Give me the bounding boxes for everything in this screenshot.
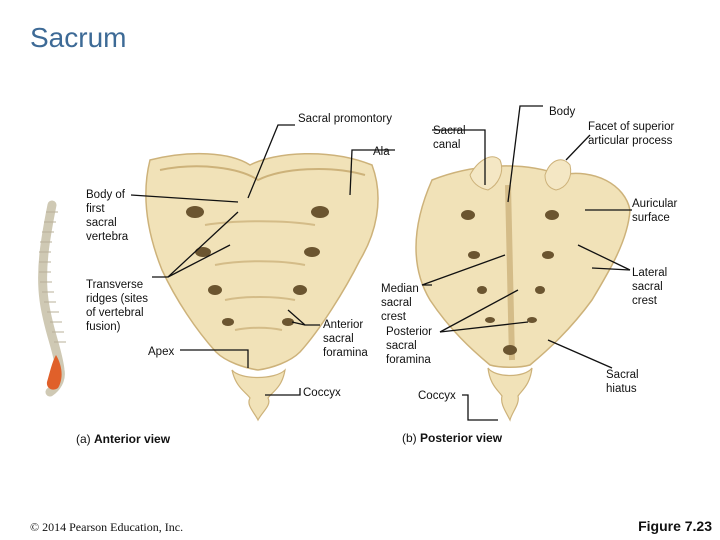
caption-posterior-view: (b) Posterior view [402, 431, 502, 445]
label-anterior-sacral-foramina: Anterior sacral foramina [323, 319, 368, 359]
label-sacral-canal: Sacral canal [433, 125, 466, 151]
label-coccyx-posterior: Coccyx [418, 390, 456, 402]
label-body-first-sacral-vertebra: Body of first sacral vertebra [86, 189, 129, 243]
caption-anterior-view: (a) Anterior view [76, 432, 170, 446]
label-sacral-promontory: Sacral promontory [298, 113, 392, 125]
page-title: Sacrum [30, 22, 127, 53]
sacrum-posterior [415, 156, 631, 422]
label-auricular-surface: Auricular surface [632, 198, 678, 224]
label-posterior-sacral-foramina: Posterior sacral foramina [386, 326, 433, 366]
sacrum-anterior [145, 152, 379, 422]
label-median-sacral-crest: Median sacral crest [381, 283, 419, 323]
caption-anterior-letter: (a) [76, 432, 91, 446]
figure-number: Figure 7.23 [638, 518, 712, 534]
caption-posterior-text: Posterior view [420, 431, 503, 445]
label-apex: Apex [148, 346, 175, 358]
label-coccyx-anterior: Coccyx [303, 387, 341, 399]
caption-anterior-text: Anterior view [94, 432, 171, 446]
label-transverse-ridges: Transverse ridges (sites of vertebral fu… [86, 279, 148, 333]
vertebral-column-thumbnail [38, 200, 66, 397]
caption-posterior-letter: (b) [402, 431, 417, 445]
label-sacral-hiatus: Sacral hiatus [606, 369, 639, 395]
leader-lines [130, 105, 632, 421]
label-ala: Ala [373, 146, 390, 158]
copyright-notice: © 2014 Pearson Education, Inc. [30, 520, 184, 534]
label-lateral-sacral-crest: Lateral sacral crest [632, 267, 668, 307]
label-facet-superior-articular: Facet of superior articular process [588, 121, 675, 147]
label-body: Body [549, 106, 576, 118]
